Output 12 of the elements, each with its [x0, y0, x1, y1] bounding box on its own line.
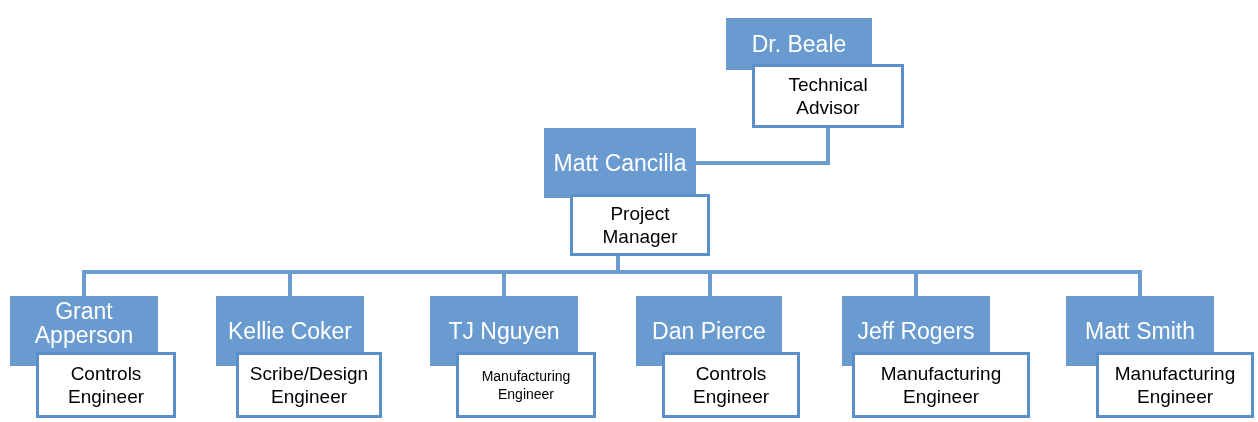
role-card: Scribe/Design Engineer [236, 352, 382, 418]
name-banner: Dr. Beale [726, 18, 872, 70]
connector-line [696, 128, 830, 165]
role-card: Manufacturing Engineer [456, 352, 596, 418]
role-card: Manufacturing Engineer [1096, 352, 1254, 418]
role-card: Controls Engineer [662, 352, 800, 418]
name-banner: Matt Cancilla [544, 128, 696, 198]
role-card: Project Manager [570, 194, 710, 256]
role-card: Technical Advisor [752, 64, 904, 128]
role-card: Manufacturing Engineer [852, 352, 1030, 418]
connector-line [616, 256, 1142, 296]
role-card: Controls Engineer [36, 352, 176, 418]
